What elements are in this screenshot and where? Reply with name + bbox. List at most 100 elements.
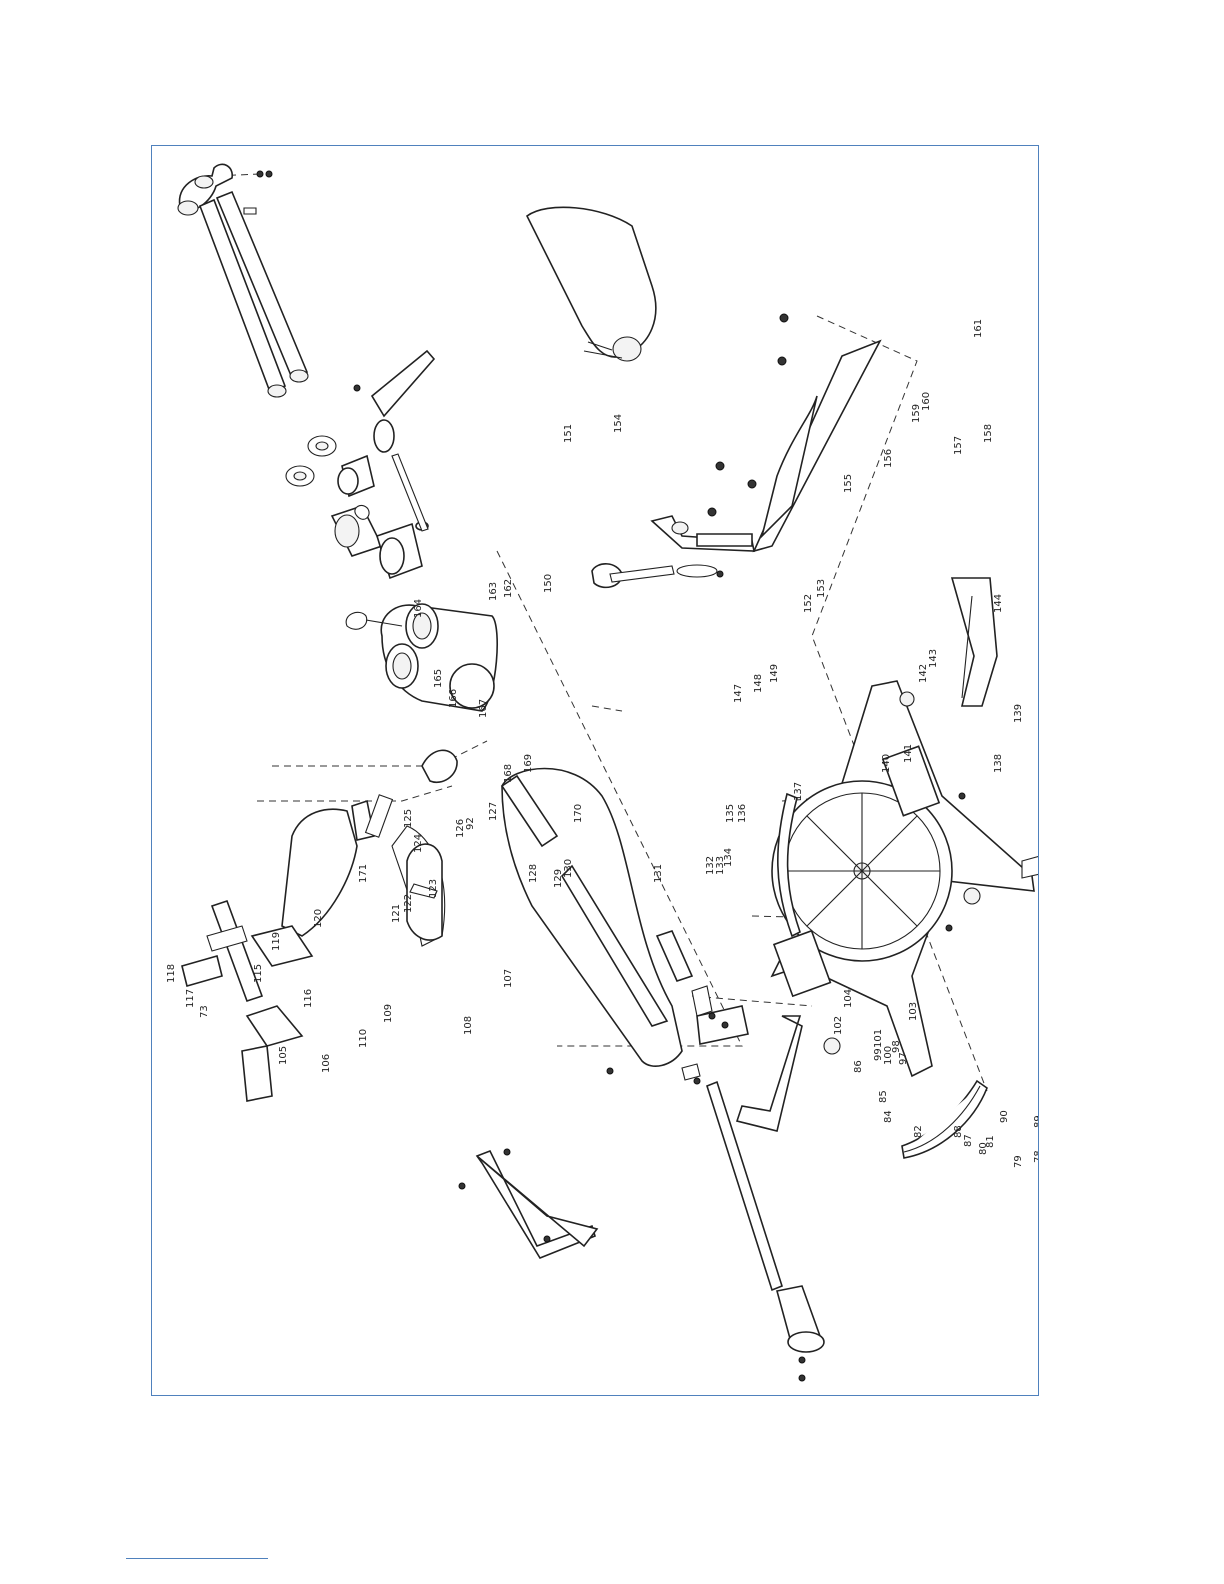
callout-number: 102 — [833, 1016, 844, 1035]
callout-number: 82 — [913, 1125, 924, 1138]
callout-number: 101 — [873, 1029, 884, 1048]
callout-number: 142 — [918, 664, 929, 683]
lower-seat-rail — [458, 1148, 599, 1259]
callout-number: 90 — [999, 1110, 1010, 1123]
callout-number: 107 — [503, 969, 514, 988]
flywheel-frame — [770, 680, 1038, 1078]
callout-number: 129 — [553, 869, 564, 888]
callout-number: 126 — [455, 819, 466, 838]
rear-stabilizer-leg — [735, 1015, 803, 1132]
callout-number: 165 — [433, 669, 444, 688]
callout-number: 169 — [523, 754, 534, 773]
callout-number: 104 — [843, 989, 854, 1008]
rollers-bushings — [285, 435, 429, 580]
callout-number: 106 — [321, 1054, 332, 1073]
small-brackets — [606, 930, 749, 1075]
callout-number: 103 — [908, 1002, 919, 1021]
callout-number: 149 — [769, 664, 780, 683]
callout-number: 97 — [898, 1052, 909, 1065]
callout-number: 147 — [733, 684, 744, 703]
callout-number: 119 — [271, 932, 282, 951]
callout-number: 170 — [573, 804, 584, 823]
callout-number: 73 — [199, 1005, 210, 1018]
callout-number: 86 — [853, 1060, 864, 1073]
callout-number: 105 — [278, 1046, 289, 1065]
callout-number: 123 — [428, 879, 439, 898]
callout-number: 125 — [403, 809, 414, 828]
callout-number: 153 — [816, 579, 827, 598]
main-rail-beam — [500, 767, 683, 1067]
callout-number: 130 — [563, 859, 574, 878]
callout-number: 167 — [478, 699, 489, 718]
callout-number: 163 — [488, 582, 499, 601]
callout-number: 156 — [883, 449, 894, 468]
callout-labels: 7778798081828384858687888990929798991001… — [166, 319, 1038, 1168]
callout-number: 144 — [993, 594, 1004, 613]
callout-number: 157 — [953, 436, 964, 455]
callout-number: 124 — [413, 834, 424, 853]
callout-number: 108 — [463, 1016, 474, 1035]
callout-number: 159 — [911, 404, 922, 423]
pivot-block — [345, 603, 498, 712]
callout-number: 166 — [448, 689, 459, 708]
callout-number: 140 — [881, 754, 892, 773]
callout-number: 109 — [383, 1004, 394, 1023]
callout-number: 120 — [313, 909, 324, 928]
callout-number: 135 — [725, 804, 736, 823]
callout-number: 128 — [528, 864, 539, 883]
adjustment-lever — [353, 349, 436, 532]
callout-number: 127 — [488, 802, 499, 821]
callout-number: 168 — [503, 764, 514, 783]
exploded-view-diagram: 7778798081828384858687888990929798991001… — [166, 163, 1038, 1382]
callout-number: 154 — [613, 414, 624, 433]
callout-number: 78 — [1033, 1150, 1038, 1163]
callout-number: 138 — [993, 754, 1004, 773]
callout-number: 134 — [723, 848, 734, 867]
front-stabilizer-leg — [950, 577, 998, 707]
callout-number: 137 — [793, 782, 804, 801]
callout-number: 161 — [973, 319, 984, 338]
seat-rail-bracket — [591, 313, 882, 589]
callout-number: 88 — [953, 1125, 964, 1138]
callout-number: 148 — [753, 674, 764, 693]
callout-number: 131 — [653, 864, 664, 883]
callout-number: 115 — [253, 964, 264, 983]
callout-number: 133 — [715, 856, 726, 875]
callout-number: 139 — [1013, 704, 1024, 723]
front-bracket-assembly — [181, 749, 458, 1102]
callout-number: 92 — [465, 817, 476, 830]
assembly-dashed-lines — [213, 173, 988, 1092]
callout-number: 132 — [705, 856, 716, 875]
callout-number: 99 — [873, 1048, 884, 1061]
callout-number: 87 — [963, 1134, 974, 1147]
callout-number: 151 — [563, 424, 574, 443]
callout-number: 80 — [978, 1142, 989, 1155]
callout-number: 117 — [185, 989, 196, 1008]
callout-number: 110 — [358, 1029, 369, 1048]
callout-number: 158 — [983, 424, 994, 443]
footnote-rule — [126, 1558, 268, 1559]
callout-number: 85 — [878, 1090, 889, 1103]
callout-number: 164 — [413, 599, 424, 618]
callout-number: 136 — [737, 804, 748, 823]
diagram-frame: 7778798081828384858687888990929798991001… — [151, 145, 1039, 1396]
callout-number: 79 — [1013, 1155, 1024, 1168]
slide-shaft — [681, 1063, 825, 1382]
callout-number: 160 — [921, 392, 932, 411]
callout-number: 84 — [883, 1110, 894, 1123]
callout-number: 143 — [928, 649, 939, 668]
callout-number: 162 — [503, 579, 514, 598]
callout-number: 155 — [843, 474, 854, 493]
callout-number: 100 — [883, 1046, 894, 1065]
brake-arcs — [776, 792, 988, 1159]
callout-number: 81 — [985, 1135, 996, 1148]
seat-cushion — [525, 206, 657, 362]
callout-number: 141 — [903, 744, 914, 763]
callout-number: 98 — [891, 1040, 902, 1053]
callout-number: 122 — [403, 894, 414, 913]
callout-number: 171 — [358, 864, 369, 883]
callout-number: 150 — [543, 574, 554, 593]
callout-number: 89 — [1033, 1115, 1038, 1128]
handlebar-assembly — [177, 163, 309, 398]
callout-number: 116 — [303, 989, 314, 1008]
